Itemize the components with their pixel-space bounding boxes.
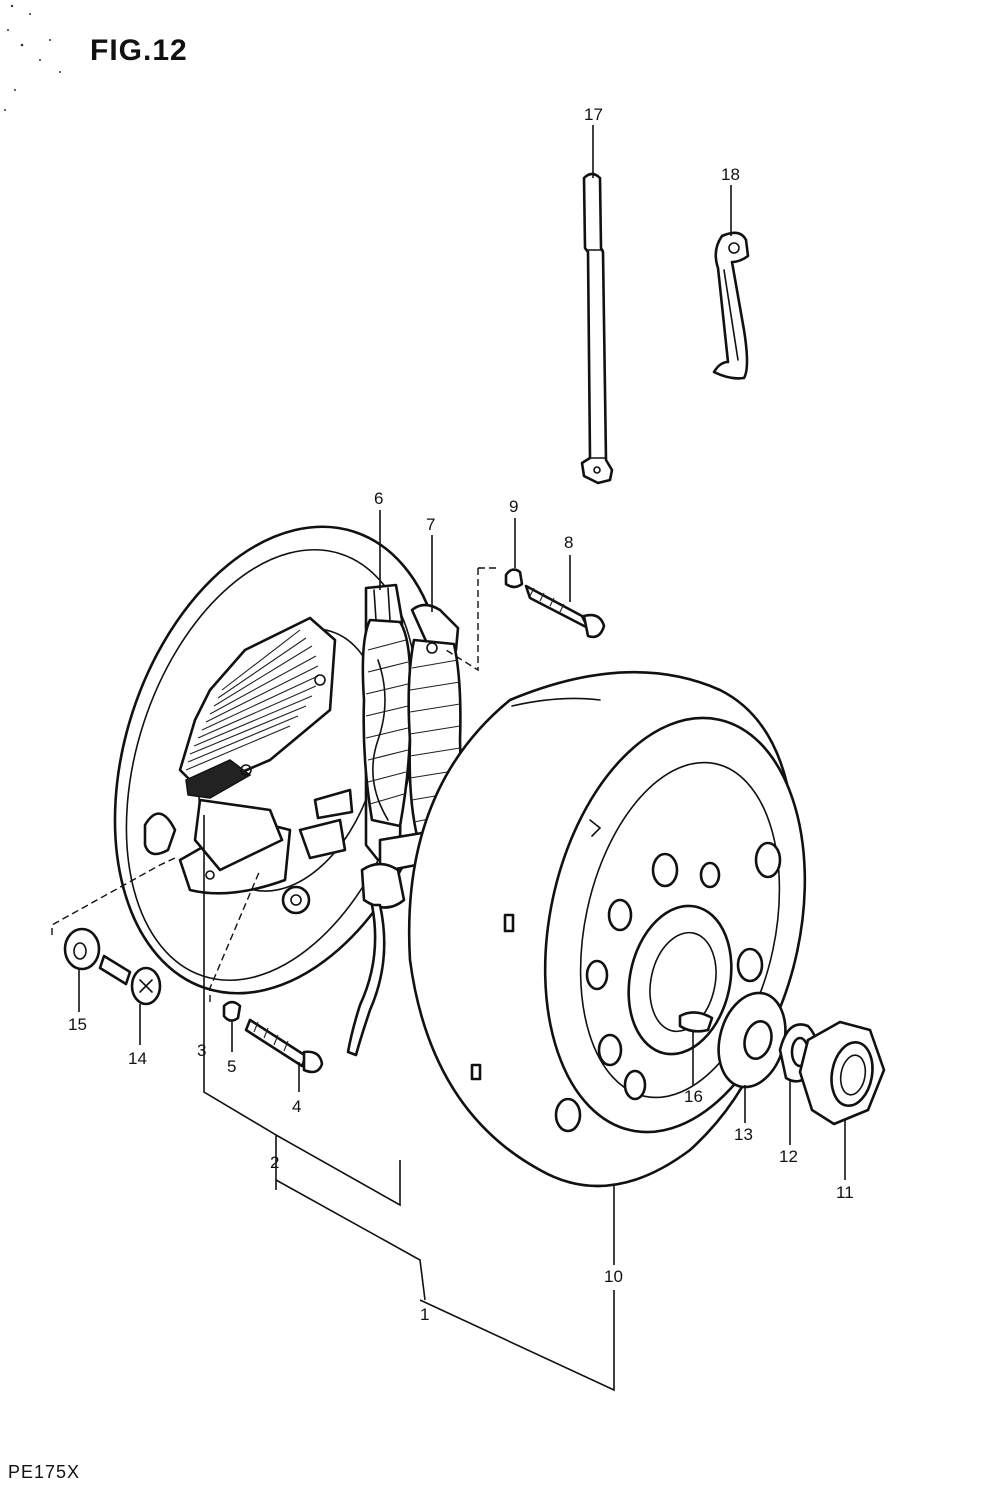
- part-17-rod: [580, 172, 614, 485]
- callout-1: 1: [420, 1305, 429, 1324]
- callout-18: 18: [721, 165, 740, 184]
- callout-17: 17: [584, 105, 603, 124]
- part-4-screw: [244, 1018, 324, 1074]
- part-15-washer: [63, 927, 101, 971]
- part-5-washer: [222, 1000, 242, 1022]
- part-16-key: [678, 1011, 714, 1033]
- callout-15: 15: [68, 1015, 87, 1034]
- callout-9: 9: [509, 497, 518, 516]
- callout-12: 12: [779, 1147, 798, 1166]
- figure-title: FIG.12: [90, 34, 188, 67]
- model-label: PE175X: [8, 1462, 80, 1482]
- callout-3: 3: [197, 1041, 206, 1060]
- callout-10: 10: [604, 1267, 623, 1286]
- callout-11: 11: [836, 1183, 854, 1202]
- part-11-nut: [798, 1020, 886, 1126]
- callout-4: 4: [292, 1097, 301, 1116]
- scan-noise: [4, 4, 61, 111]
- callout-6: 6: [374, 489, 383, 508]
- callout-8: 8: [564, 533, 573, 552]
- callout-14: 14: [128, 1049, 147, 1068]
- part-3-coil: [178, 616, 337, 799]
- part-8-screw: [524, 584, 606, 639]
- part-13-washer: [717, 991, 787, 1089]
- part-18-bracket: [712, 231, 750, 380]
- part-14-screw: [98, 954, 162, 1006]
- leader-lines: [51, 125, 846, 1392]
- part-10-rotor: [407, 670, 807, 1188]
- callout-5: 5: [227, 1057, 236, 1076]
- callout-13: 13: [734, 1125, 753, 1144]
- callout-2: 2: [270, 1153, 279, 1172]
- callout-7: 7: [426, 515, 435, 534]
- part-9-washer: [504, 568, 524, 589]
- callout-16: 16: [684, 1087, 703, 1106]
